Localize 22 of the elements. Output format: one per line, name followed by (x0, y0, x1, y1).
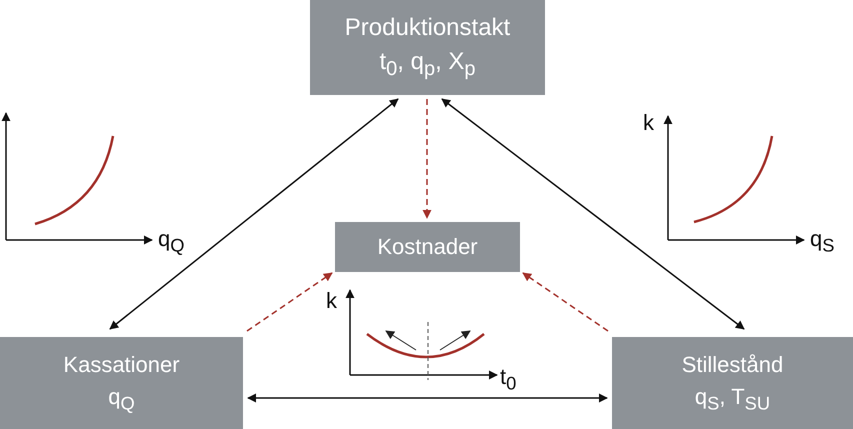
process-box (612, 337, 853, 429)
axis-label: k (643, 112, 654, 134)
dashed-arrow (422, 99, 432, 219)
variable-list: t$_{0}$, q$_{p}$, X$_{p}$ (379, 49, 476, 80)
variable-list: q$_{Q}$ (108, 384, 135, 414)
axis-label: q$_{S}$ (810, 228, 834, 255)
double-headed-arrow (109, 98, 399, 330)
box-title: Stillestånd (682, 352, 784, 377)
box-title: Kostnader (377, 234, 478, 260)
axis-label: k (326, 290, 337, 312)
box-title: Kassationer (63, 352, 180, 377)
box-title: Produktionstakt (344, 14, 510, 42)
double-headed-arrow (441, 98, 745, 330)
process-box (310, 0, 545, 95)
process-box (0, 337, 243, 429)
axis-label: t$_{0}$ (500, 366, 516, 393)
variable-list: q$_{S}$, T$_{SU}$ (694, 384, 770, 414)
process-box (335, 222, 520, 272)
axis-label: q$_{Q}$ (158, 228, 185, 255)
dashed-arrow (246, 272, 333, 332)
double-headed-arrow (247, 394, 608, 402)
dashed-arrow (522, 272, 608, 332)
